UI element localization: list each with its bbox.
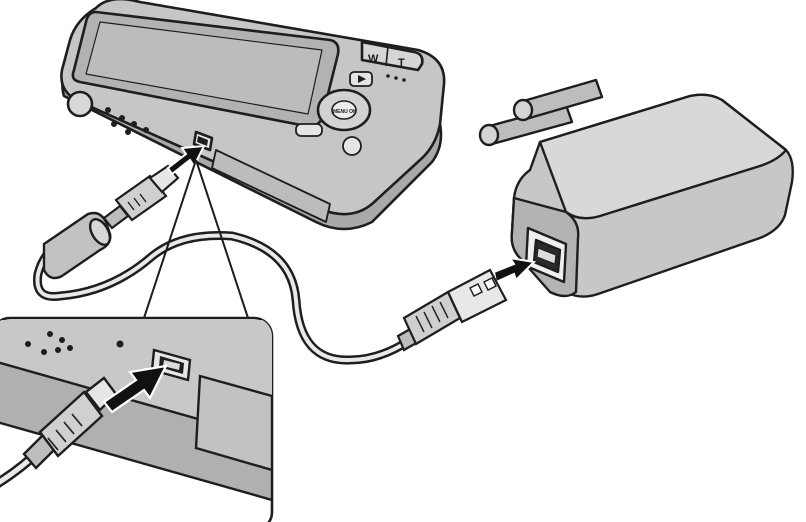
micro-usb-plug — [102, 164, 180, 230]
strap-knob — [66, 90, 94, 118]
disp-button — [295, 123, 323, 137]
ac-power-adapter — [478, 78, 794, 298]
usb-cable — [32, 231, 415, 365]
speaker-grille — [105, 107, 149, 135]
ferrite-core — [42, 211, 112, 280]
zoom-control: W T — [360, 40, 424, 82]
adapter-prongs — [478, 78, 604, 147]
adapter-usb-port — [524, 226, 568, 284]
inset-insert-arrow — [102, 364, 168, 414]
zoom-wide-label: W — [368, 53, 379, 65]
zoom-tele-label: T — [398, 57, 405, 69]
insert-arrow-adapter — [492, 256, 537, 284]
menu-ok-dial: MENU OK — [316, 88, 372, 132]
camera-usb-port — [197, 136, 208, 146]
camera: W T MENU OK — [60, 0, 446, 231]
insert-arrow-camera — [166, 144, 206, 176]
zoom-callout-lines — [143, 159, 249, 319]
usb-a-plug — [396, 268, 508, 352]
small-round-button — [342, 136, 362, 156]
menu-ok-label: MENU OK — [333, 109, 357, 115]
zoom-inset — [0, 316, 274, 522]
